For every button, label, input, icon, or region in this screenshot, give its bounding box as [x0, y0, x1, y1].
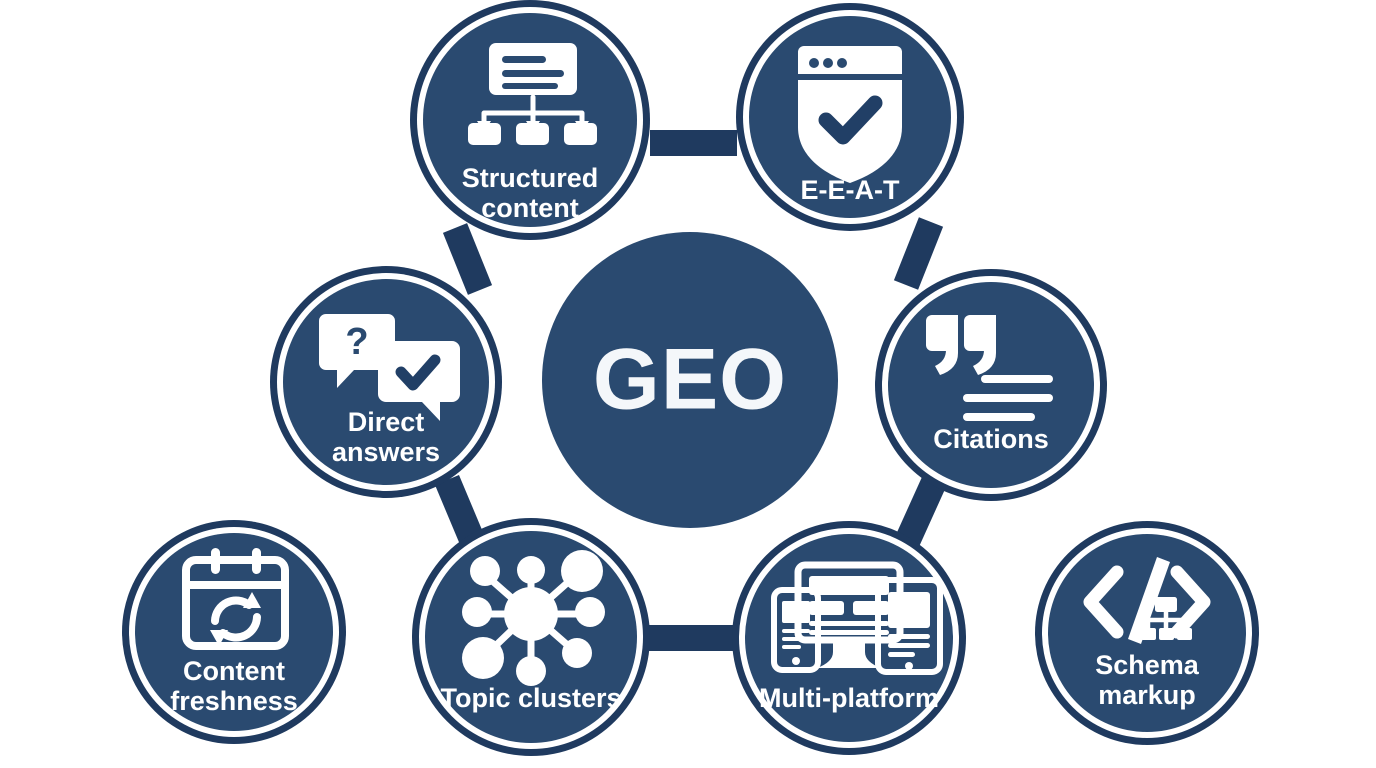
- node-label-line-2: freshness: [170, 686, 298, 716]
- connector-group: [429, 124, 952, 657]
- devices-icon: [771, 561, 943, 675]
- node-label-line-1: Multi-platform: [759, 683, 939, 713]
- node-schema-markup[interactable]: Schema markup: [1035, 521, 1259, 745]
- connector-bars: [435, 130, 946, 651]
- connector-citations-multi: [894, 476, 946, 550]
- shield-check-browser-icon: [798, 46, 902, 183]
- connector-structured-direct: [442, 223, 493, 295]
- code-brackets-tree-icon: [1083, 557, 1211, 644]
- quote-lines-icon: [926, 315, 1053, 421]
- connector-eeat-citations: [893, 217, 944, 290]
- node-topic-clusters[interactable]: Topic clusters: [412, 518, 650, 756]
- node-structured-content[interactable]: Structured content: [410, 0, 650, 240]
- node-label-line-2: content: [481, 193, 579, 223]
- node-label-line-1: Content: [183, 656, 285, 686]
- center-hub-disc: [542, 232, 838, 528]
- node-label-line-1: Citations: [933, 424, 1049, 454]
- structured-content-icon: [468, 43, 597, 145]
- node-disc: [423, 13, 637, 227]
- node-label-line-1: Schema: [1095, 650, 1200, 680]
- calendar-refresh-icon: [182, 548, 289, 650]
- node-label-line-2: answers: [332, 437, 440, 467]
- question-answer-bubbles-icon: ?: [319, 314, 460, 421]
- node-direct-answers[interactable]: ? Direct answers: [270, 266, 502, 498]
- hierarchy-tree-sub-icon: [1141, 597, 1192, 640]
- node-citations[interactable]: Citations: [875, 269, 1107, 501]
- node-e-e-a-t[interactable]: E-E-A-T: [736, 3, 964, 231]
- node-multi-platform[interactable]: Multi-platform: [732, 521, 966, 755]
- center-hub-geo[interactable]: GEO: [542, 232, 838, 528]
- node-content-freshness[interactable]: Content freshness: [122, 520, 346, 744]
- node-label-line-2: markup: [1098, 680, 1196, 710]
- node-label-line-1: E-E-A-T: [801, 175, 900, 205]
- node-cluster-icon: [462, 550, 605, 686]
- node-disc: [888, 282, 1094, 488]
- connector-direct-topic: [435, 474, 485, 548]
- node-label-line-1: Direct: [348, 407, 425, 437]
- node-label-line-1: Topic clusters: [440, 683, 621, 713]
- center-hub-label: GEO: [593, 332, 787, 428]
- svg-text:?: ?: [345, 321, 368, 363]
- node-label-line-1: Structured: [462, 163, 599, 193]
